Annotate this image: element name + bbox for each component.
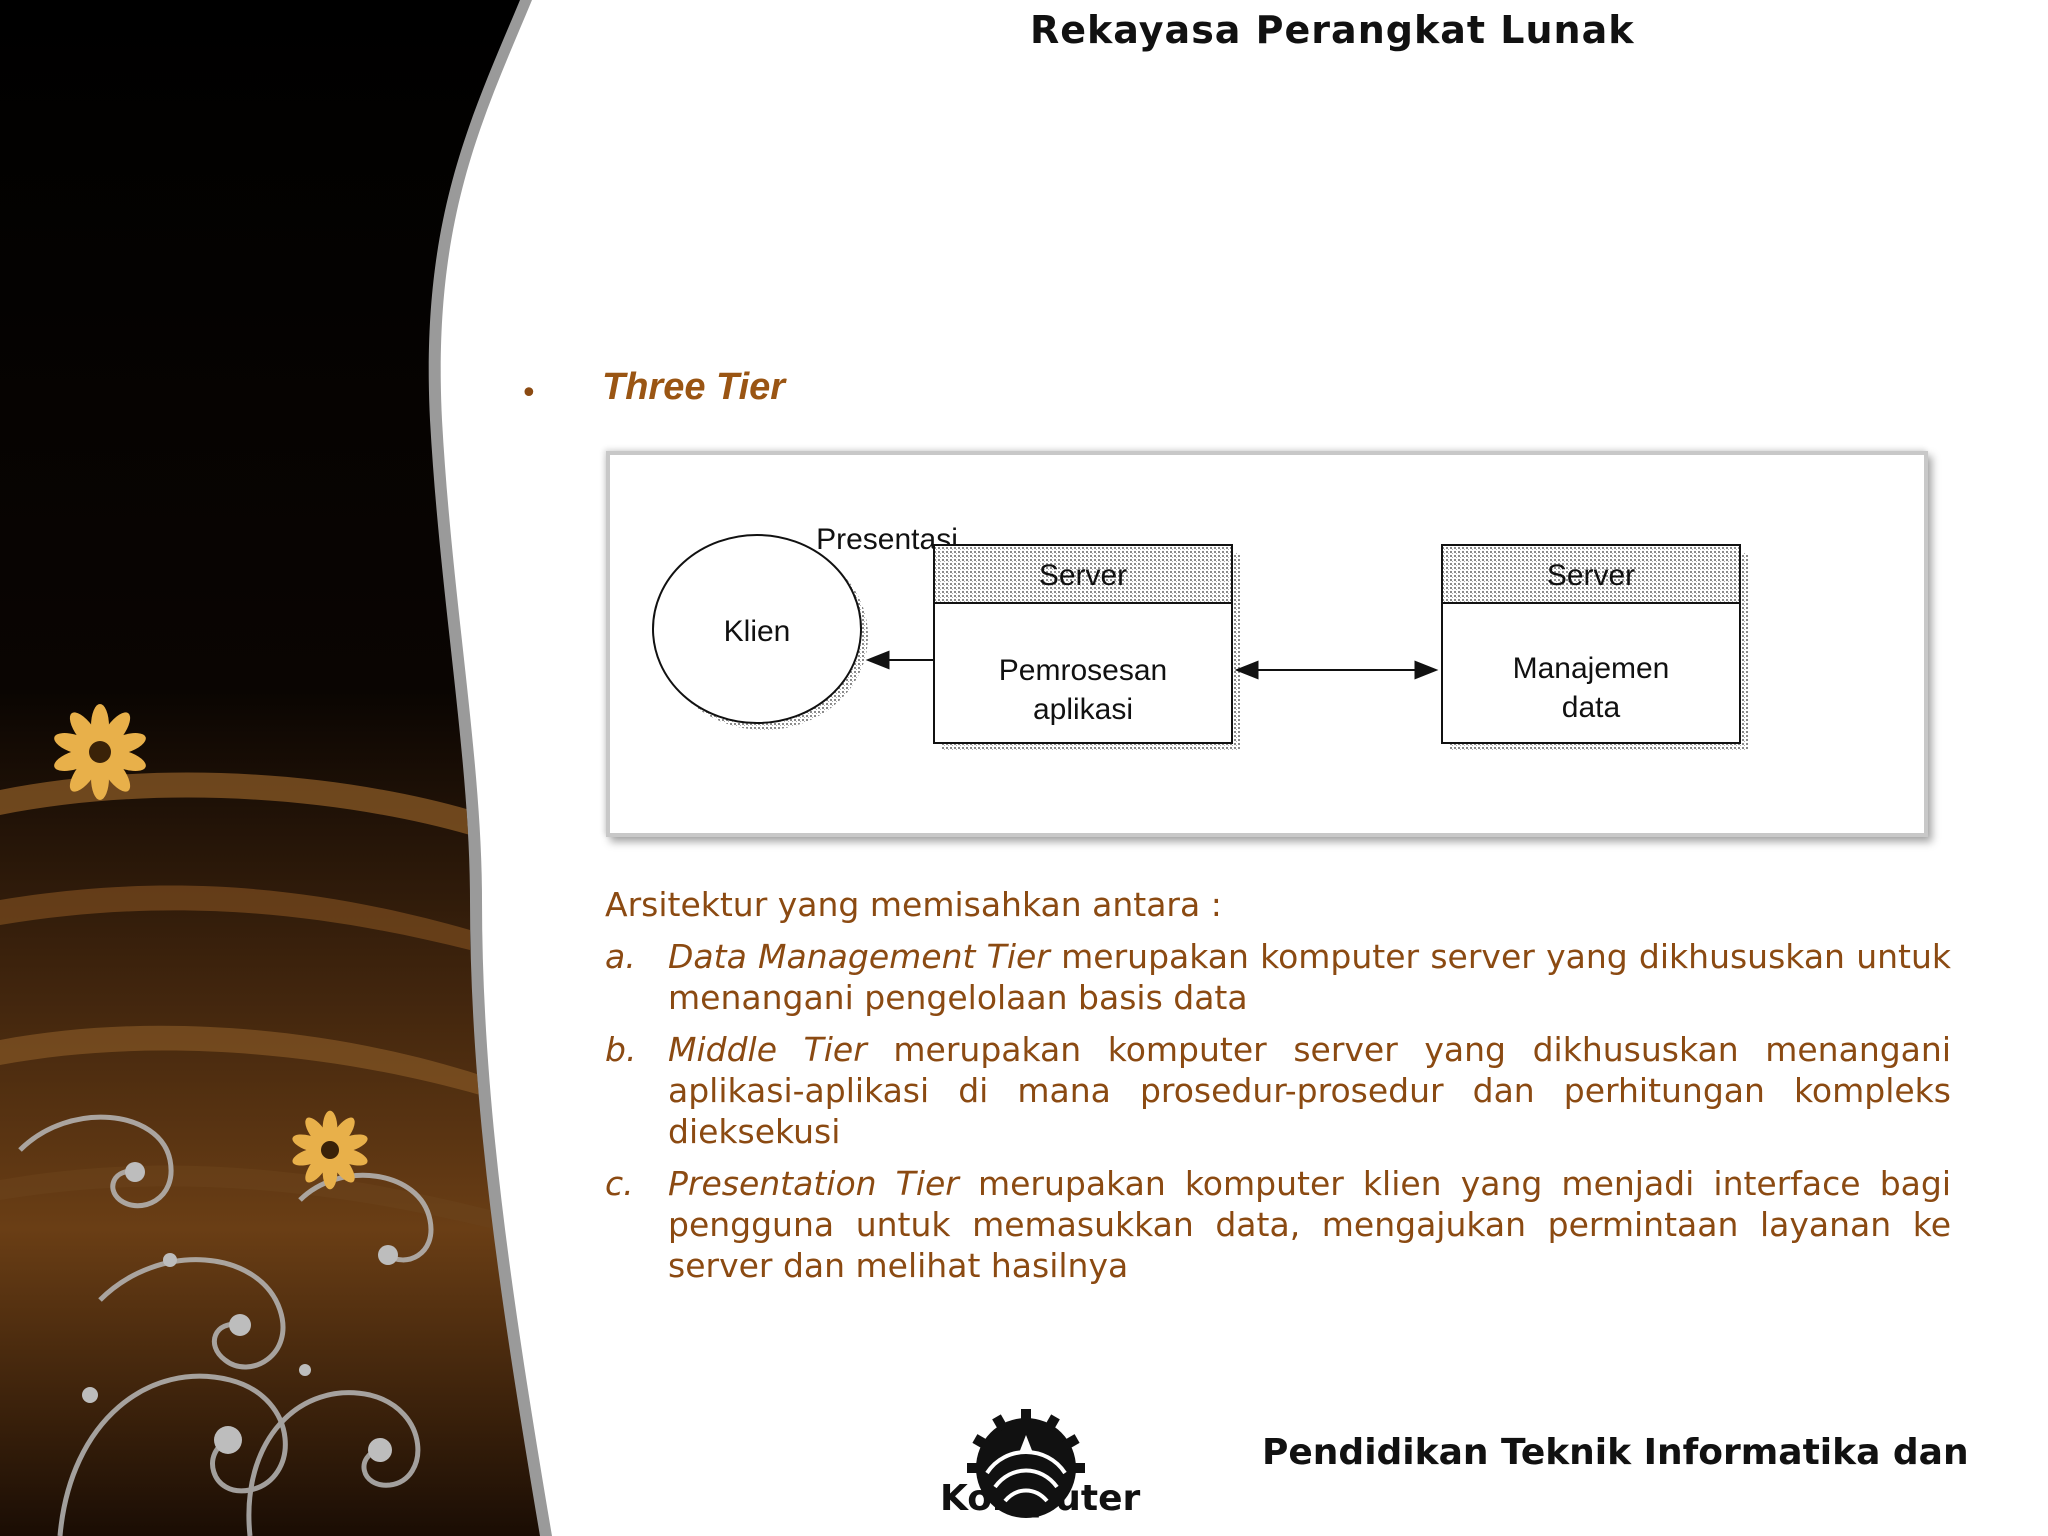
decorative-background (0, 0, 552, 1536)
three-tier-diagram: Klien Presentasi Server Pemrosesan aplik… (606, 451, 1928, 837)
page-title: Rekayasa Perangkat Lunak (1030, 8, 1635, 52)
footer-text: Pendidikan Teknik Informatika dan (1262, 1432, 1969, 1473)
server-body-line: Manajemen (1513, 652, 1670, 685)
description: Arsitektur yang memisahkan antara : a. D… (605, 884, 1951, 1286)
list-marker: c. (605, 1164, 634, 1203)
client-node: Klien (652, 534, 868, 730)
server-body-line: data (1562, 691, 1621, 724)
server-body-line: Pemrosesan (999, 654, 1167, 687)
list-text: merupakan komputer klien yang menjadi in… (668, 1164, 1951, 1285)
university-logo-icon (967, 1409, 1085, 1518)
bullet-heading: Three Tier (602, 366, 786, 408)
list-text: merupakan komputer server yang dikhususk… (668, 937, 1952, 1017)
bullet-icon: • (520, 376, 538, 411)
list-item: a. Data Management Tier merupakan komput… (605, 936, 1951, 1018)
application-server-node: Server Pemrosesan aplikasi (933, 544, 1240, 751)
server-header: Server (1547, 559, 1635, 592)
data-server-node: Server Manajemen data (1441, 544, 1748, 751)
server-header: Server (1039, 559, 1127, 592)
list-term: Presentation Tier (668, 1164, 959, 1203)
server-body-line: aplikasi (1033, 693, 1133, 726)
list-term: Middle Tier (668, 1030, 867, 1069)
client-label: Klien (724, 615, 791, 648)
flower-icon (292, 1110, 368, 1190)
list-marker: b. (605, 1030, 637, 1069)
flower-icon (54, 704, 146, 800)
intro-text: Arsitektur yang memisahkan antara : (605, 885, 1222, 924)
list-text: merupakan komputer server yang dikhususk… (668, 1030, 1951, 1151)
list-item: b. Middle Tier merupakan komputer server… (605, 1029, 1951, 1152)
list-marker: a. (605, 937, 636, 976)
list-term: Data Management Tier (668, 937, 1050, 976)
list-item: c. Presentation Tier merupakan komputer … (605, 1163, 1951, 1286)
